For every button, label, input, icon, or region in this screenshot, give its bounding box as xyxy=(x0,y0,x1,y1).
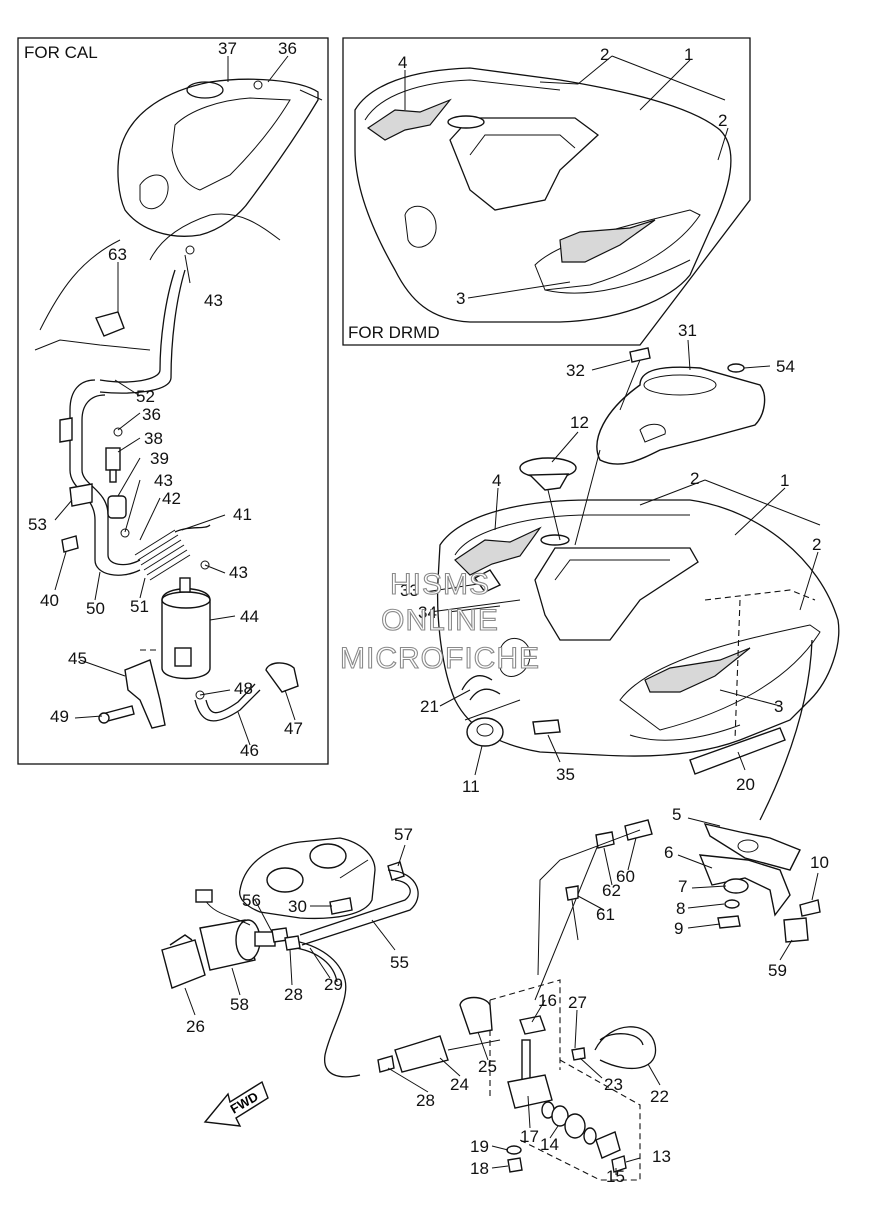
callout-3: 3 xyxy=(456,289,465,308)
watermark: HISMS ONLINE MICROFICHE xyxy=(339,567,540,675)
callout-16: 16 xyxy=(538,991,557,1010)
callout-35: 35 xyxy=(556,765,575,784)
callout-15: 15 xyxy=(606,1167,625,1186)
callout-54: 54 xyxy=(776,357,795,376)
inset-for-cal: FOR CAL xyxy=(17,37,329,765)
callout-2: 2 xyxy=(600,45,609,64)
inset-drmd-label: FOR DRMD xyxy=(348,323,440,342)
callout-25: 25 xyxy=(478,1057,497,1076)
callout-1: 1 xyxy=(684,45,693,64)
callout-36: 36 xyxy=(278,39,297,58)
callout-32: 32 xyxy=(566,361,585,380)
callout-29: 29 xyxy=(324,975,343,994)
callout-20: 20 xyxy=(736,775,755,794)
callout-33: 33 xyxy=(400,581,419,600)
callout-36: 36 xyxy=(142,405,161,424)
callout-26: 26 xyxy=(186,1017,205,1036)
callout-51: 51 xyxy=(130,597,149,616)
callout-52: 52 xyxy=(136,387,155,406)
callout-43: 43 xyxy=(154,471,173,490)
carburetor-assembly xyxy=(239,837,376,920)
callout-58: 58 xyxy=(230,995,249,1014)
callout-14: 14 xyxy=(540,1135,559,1154)
fwd-arrow: FWD xyxy=(203,1080,269,1127)
callout-24: 24 xyxy=(450,1075,469,1094)
callout-46: 46 xyxy=(240,741,259,760)
callout-10: 10 xyxy=(810,853,829,872)
callout-47: 47 xyxy=(284,719,303,738)
callout-44: 44 xyxy=(240,607,259,626)
callout-4: 4 xyxy=(492,471,501,490)
callout-39: 39 xyxy=(150,449,169,468)
callout-13: 13 xyxy=(652,1147,671,1166)
callout-30: 30 xyxy=(288,897,307,916)
main-fuel-tank xyxy=(437,499,840,757)
callout-61: 61 xyxy=(596,905,615,924)
callout-49: 49 xyxy=(50,707,69,726)
watermark-line1: HISMS xyxy=(390,568,490,601)
callout-28: 28 xyxy=(416,1091,435,1110)
callout-3: 3 xyxy=(774,697,783,716)
callout-40: 40 xyxy=(40,591,59,610)
callout-48: 48 xyxy=(234,679,253,698)
callout-43: 43 xyxy=(229,563,248,582)
callout-31: 31 xyxy=(678,321,697,340)
callout-12: 12 xyxy=(570,413,589,432)
callout-37: 37 xyxy=(218,39,237,58)
callout-21: 21 xyxy=(420,697,439,716)
callout-2: 2 xyxy=(812,535,821,554)
callout-62: 62 xyxy=(602,881,621,900)
callout-19: 19 xyxy=(470,1137,489,1156)
callout-22: 22 xyxy=(650,1087,669,1106)
callout-38: 38 xyxy=(144,429,163,448)
callout-23: 23 xyxy=(604,1075,623,1094)
callout-55: 55 xyxy=(390,953,409,972)
callout-42: 42 xyxy=(162,489,181,508)
callout-5: 5 xyxy=(672,805,681,824)
callout-34: 34 xyxy=(418,603,437,622)
inset-for-drmd: FOR DRMD xyxy=(342,37,751,346)
callout-6: 6 xyxy=(664,843,673,862)
tank-cover xyxy=(596,366,766,465)
callout-45: 45 xyxy=(68,649,87,668)
callout-41: 41 xyxy=(233,505,252,524)
callout-18: 18 xyxy=(470,1159,489,1178)
callout-50: 50 xyxy=(86,599,105,618)
callout-43: 43 xyxy=(204,291,223,310)
callout-53: 53 xyxy=(28,515,47,534)
callout-56: 56 xyxy=(242,891,261,910)
inset-cal-label: FOR CAL xyxy=(24,43,98,62)
watermark-line2: ONLINE xyxy=(381,604,499,637)
callout-7: 7 xyxy=(678,877,687,896)
callout-17: 17 xyxy=(520,1127,539,1146)
callout-4: 4 xyxy=(398,53,407,72)
callout-28: 28 xyxy=(284,985,303,1004)
callout-59: 59 xyxy=(768,961,787,980)
callout-2: 2 xyxy=(690,469,699,488)
callout-27: 27 xyxy=(568,993,587,1012)
callout-1: 1 xyxy=(780,471,789,490)
callout-60: 60 xyxy=(616,867,635,886)
callout-57: 57 xyxy=(394,825,413,844)
watermark-line3: MICROFICHE xyxy=(340,642,540,675)
callouts: 37 36 63 43 52 36 38 39 43 42 41 43 53 4… xyxy=(28,39,829,1186)
callout-11: 11 xyxy=(462,777,480,796)
callout-2: 2 xyxy=(718,111,727,130)
callout-63: 63 xyxy=(108,245,127,264)
callout-9: 9 xyxy=(674,919,683,938)
callout-8: 8 xyxy=(676,899,685,918)
